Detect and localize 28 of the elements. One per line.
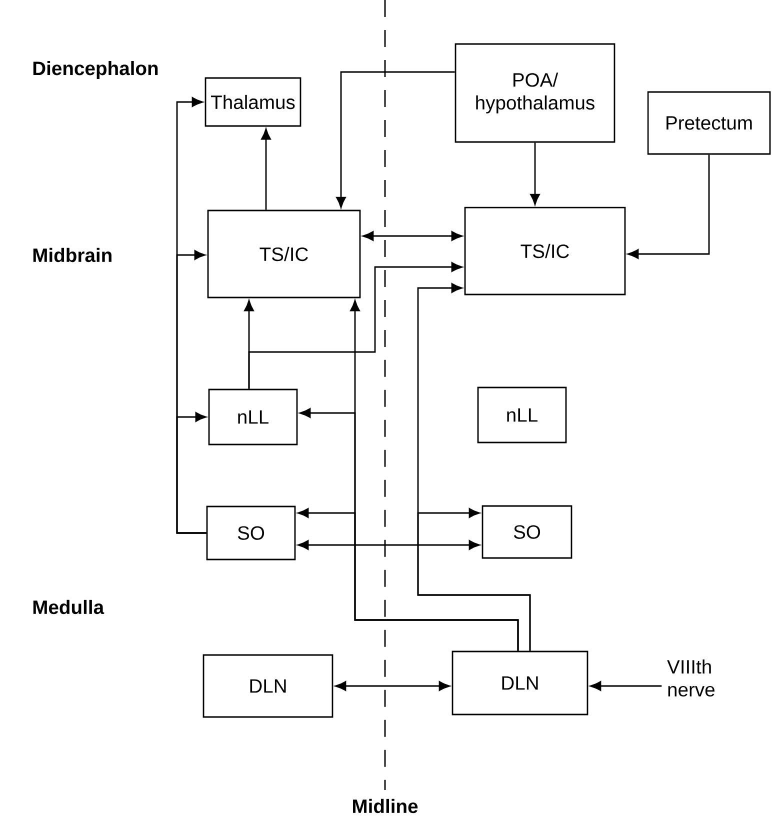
arrow: [628, 154, 710, 259]
region-box: Pretectum: [647, 91, 771, 155]
arrow: [362, 231, 462, 241]
region-box: Thalamus: [204, 77, 302, 127]
region-label: Diencephalon: [33, 61, 158, 79]
region-box: POA/ hypothalamus: [454, 43, 616, 143]
nerve-label: VIIIth nerve: [667, 660, 714, 697]
arrow: [261, 128, 271, 210]
region-label: Midbrain: [33, 248, 112, 262]
arrow: [530, 142, 540, 205]
arrow: [417, 508, 531, 651]
region-box: DLN: [202, 654, 334, 718]
region-box: nLL: [208, 388, 298, 446]
region-box: TS/IC: [207, 210, 361, 298]
arrow: [335, 681, 450, 691]
region-label: Medulla: [33, 600, 104, 614]
region-box: SO: [206, 506, 296, 560]
arrow: [336, 71, 455, 208]
arrow: [298, 540, 480, 550]
arrow: [176, 412, 206, 534]
region-box: nLL: [477, 386, 567, 444]
region-label: Midline: [353, 798, 418, 814]
region-box: SO: [482, 505, 572, 559]
arrow: [248, 262, 462, 389]
region-box: DLN: [452, 650, 588, 716]
region-box: TS/IC: [464, 206, 626, 296]
arrow: [590, 681, 662, 691]
arrow: [298, 508, 519, 651]
